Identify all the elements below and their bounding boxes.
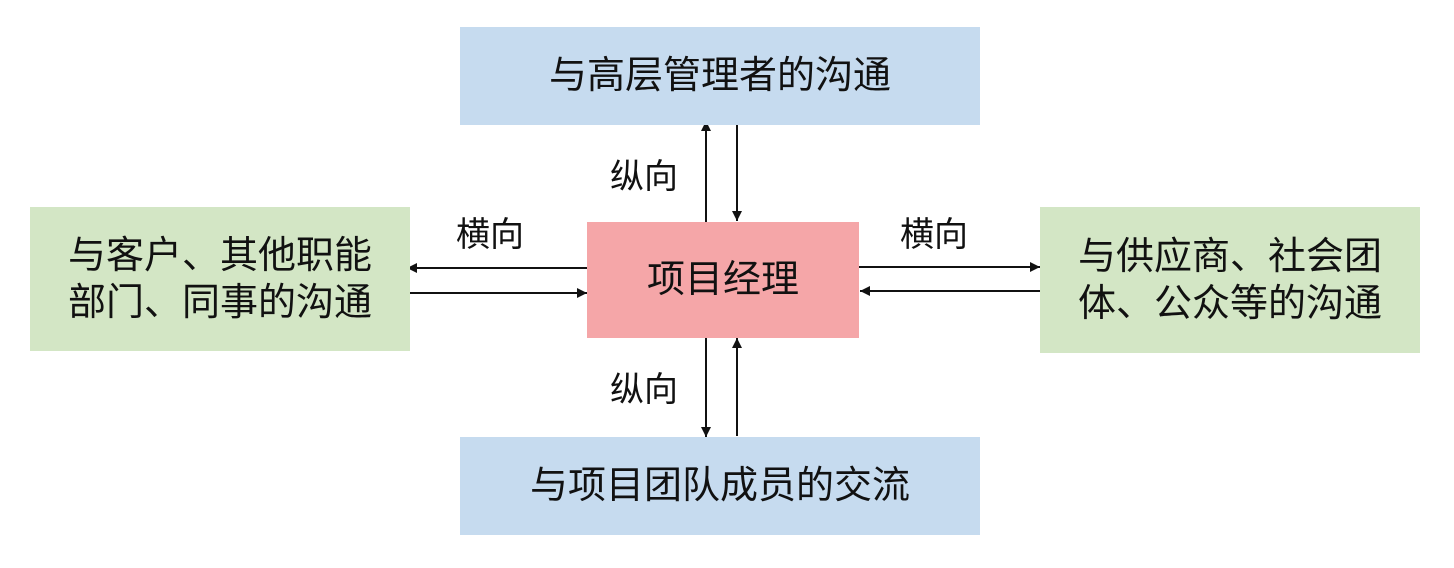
edge-label-horizontal-left: 横向 [456,215,524,255]
edge-label-vertical-top: 纵向 [610,157,678,197]
node-senior-management: 与高层管理者的沟通 [460,27,980,125]
edge-label-vertical-bottom: 纵向 [610,370,678,410]
node-project-team-label: 与项目团队成员的交流 [529,463,910,508]
node-clients-departments-label: 与客户、其他职能 部门、同事的沟通 [67,232,372,325]
node-suppliers-public-label: 与供应商、社会团 体、公众等的沟通 [1077,233,1382,326]
node-project-manager: 项目经理 [587,222,859,338]
node-project-manager-label: 项目经理 [646,257,799,302]
edge-label-horizontal-right: 横向 [900,215,968,255]
node-suppliers-public: 与供应商、社会团 体、公众等的沟通 [1040,207,1420,353]
node-senior-management-label: 与高层管理者的沟通 [548,53,891,98]
node-clients-departments: 与客户、其他职能 部门、同事的沟通 [30,207,410,351]
node-project-team: 与项目团队成员的交流 [460,437,980,535]
